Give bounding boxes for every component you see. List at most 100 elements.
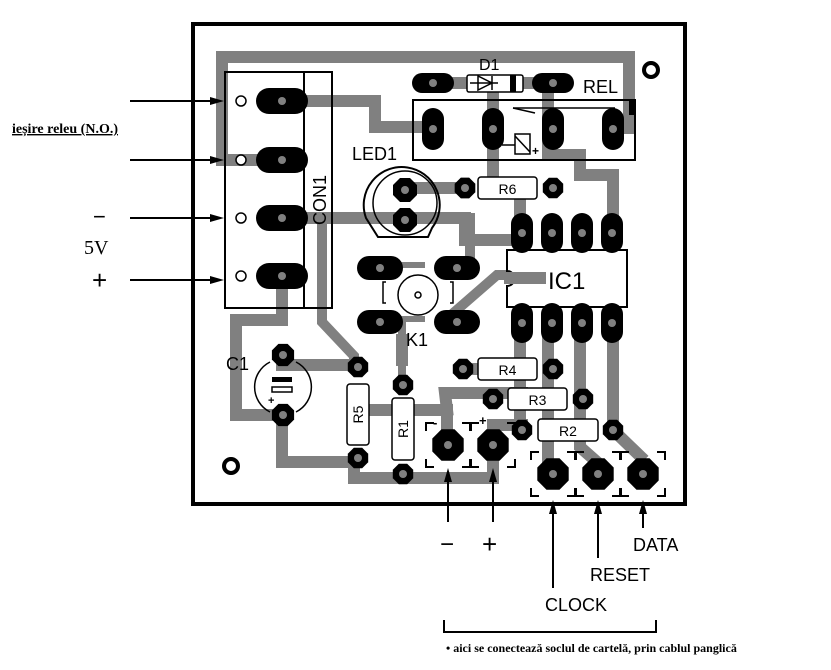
trace [216,51,635,166]
arrow-head [549,500,557,514]
drill-hole [399,470,407,478]
pad-outline [470,422,516,468]
header-pad [620,451,666,497]
trace [274,95,439,133]
drill-hole [429,125,437,133]
drill-hole [444,441,452,449]
reset-label: RESET [590,565,650,585]
terminal-screw [235,212,247,224]
drill-hole [429,79,437,87]
resistor-body [477,357,538,381]
resistor-body [346,383,370,446]
drill-hole [489,125,497,133]
trace [574,314,606,471]
drill-hole [548,229,556,237]
resistor-r3: R3 [507,387,568,411]
relay-body [412,99,636,161]
arrow-head [210,97,224,105]
connector-bracket [443,620,657,633]
terminal-screw [235,154,247,166]
switch-center [414,291,422,299]
resistor-r2: R2 [537,418,599,442]
footnote: • aici se conectează soclul de cartelă, … [446,641,737,655]
voltage-label: 5V [84,237,109,259]
drill-hole [279,411,287,419]
diode-icon [470,74,498,92]
arrow-head [594,500,602,514]
trace [230,270,288,421]
arrow-head [489,468,497,482]
pad-outline [620,451,666,497]
terminal-screw [235,95,247,107]
trace [276,409,360,468]
trace [348,439,499,484]
drill-hole [459,365,467,373]
resistor-label: R1 [395,420,411,438]
data-label: DATA [633,535,678,555]
resistor-label: R4 [499,362,517,378]
switch-brackets [382,281,454,304]
resistor-label: R6 [499,181,517,197]
resistor-label: R3 [529,392,547,408]
drill-hole [548,319,556,327]
capacitor-outline [253,361,313,413]
header-pad [425,422,471,468]
arrow-head [444,468,452,482]
drill-hole [401,216,409,224]
connector-con1: CON1 [224,71,333,309]
ic-ic1: IC1 [504,213,628,343]
header-pad [470,422,516,468]
diode-label: D1 [479,57,500,74]
led-inner [372,170,438,236]
drill-hole [579,395,587,403]
pad-plus-label: + [479,413,487,428]
capacitor-polarity: + [268,395,274,407]
drill-hole [489,441,497,449]
resistor-body [477,176,538,200]
terminal-screw [235,270,247,282]
drill-hole [549,184,557,192]
resistor-r6: R6 [477,176,538,200]
capacitor-plate [272,377,292,382]
bottom-plus-label: + [482,529,497,559]
drill-hole [461,184,469,192]
switch-label: K1 [406,330,428,350]
drill-hole [518,229,526,237]
mounting-hole [642,61,660,79]
relay-coil-slash [514,135,531,153]
resistor-r4: R4 [477,357,538,381]
arrow-head [210,156,224,164]
connector-label: CON1 [310,175,330,225]
clock-label: CLOCK [545,595,607,615]
trace [400,213,475,263]
drill-hole [518,319,526,327]
drill-hole [376,318,384,326]
drill-hole [453,264,461,272]
diode-d1: D1 [412,57,574,93]
drill-hole [549,470,557,478]
led-outline [362,166,441,238]
drill-hole [594,470,602,478]
drill-hole [549,365,557,373]
relay-rel: + REL [412,77,636,161]
switch-bar [395,316,425,322]
resistor-r1: R1 [391,397,415,461]
header-pad [530,451,576,497]
relay-output-label: ieșire releu (N.O.) [12,122,118,137]
drill-hole [549,79,557,87]
drill-hole [399,381,407,389]
drill-hole [549,125,557,133]
arrow-head [210,214,224,222]
drill-hole [608,319,616,327]
drill-hole [453,318,461,326]
drill-hole [279,351,287,359]
resistor-body [391,397,415,461]
drill-hole [354,363,362,371]
drill-hole [609,426,617,434]
relay-label: REL [583,77,618,97]
drill-hole [578,319,586,327]
bottom-minus-label: − [440,531,454,558]
drill-hole [278,97,286,105]
switch-k1: K1 [357,256,480,350]
